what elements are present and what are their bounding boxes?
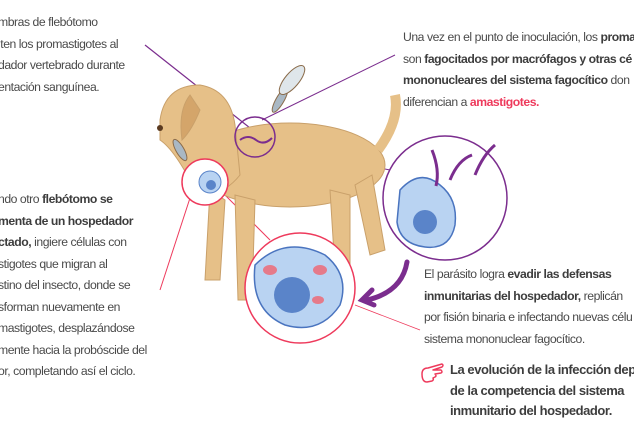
text-line: inmunitario del hospedador. [450,403,612,418]
text-highlight: amastigotes. [469,94,540,109]
text: ndo otro [0,192,43,206]
sandfly-icon [172,64,306,162]
text-vector-feeding: ndo otro flebótomo se menta de un hosped… [0,189,147,383]
inoculation-site-circle [234,116,276,158]
text: mente hacia la probóscide del [0,342,147,357]
feeding-site-circle [181,158,229,206]
text-bold: ctado, [0,235,32,249]
text-line: iten los promastigotes al [0,36,119,51]
text: stino del insecto, donde se [0,278,131,292]
cycle-arrow-icon [364,259,410,303]
text-bold: mononucleares del sistema fagocítico [403,73,608,87]
pointing-hand-icon [421,363,444,383]
text-line: de la competencia del sistema [450,382,625,398]
text: stigotes que migran al [0,256,108,271]
amastigote-cell-circle [244,232,356,344]
text: El parásito logra [424,267,508,281]
text: sforman nuevamente en [0,299,120,314]
text: mastigotes, desplazándose [0,321,135,335]
text: ingiere células con [31,235,127,249]
text-bold: inmunitarias del hospedador, [424,288,581,303]
text-bold: promas [600,30,634,44]
key-message: La evolución de la infección depe de la … [450,360,634,422]
text: or, completando así el ciclo. [0,364,136,378]
text-line: dador vertebrado durante [0,58,125,72]
text-bold: evadir las defensas [507,267,612,281]
text-bold: flebótomo se [42,192,113,206]
text: replicán [580,288,624,303]
text: sistema mononuclear fagocítico. [424,331,585,346]
phagocytosis-circle [382,135,508,261]
text: son [403,51,425,66]
text-phagocytosis: Una vez en el punto de inoculación, los … [403,27,634,113]
text: por fisión binaria e infectando nuevas c… [424,310,633,324]
text-bold: menta de un hospedador [0,213,134,228]
text: Una vez en el punto de inoculación, los [403,30,601,44]
text-line: La evolución de la infección depe [450,362,634,377]
text: don [607,73,630,87]
text-immune-evasion: El parásito logra evadir las defensas in… [424,264,633,350]
text-line: mbras de flebótomo [0,15,98,29]
text: diferencian a [403,94,470,109]
text-line: entación sanguínea. [0,79,100,94]
text-bold: fagocitados por macrófagos y otras cé [424,51,632,66]
text-inoculation: mbras de flebótomo iten los promastigote… [0,12,125,98]
